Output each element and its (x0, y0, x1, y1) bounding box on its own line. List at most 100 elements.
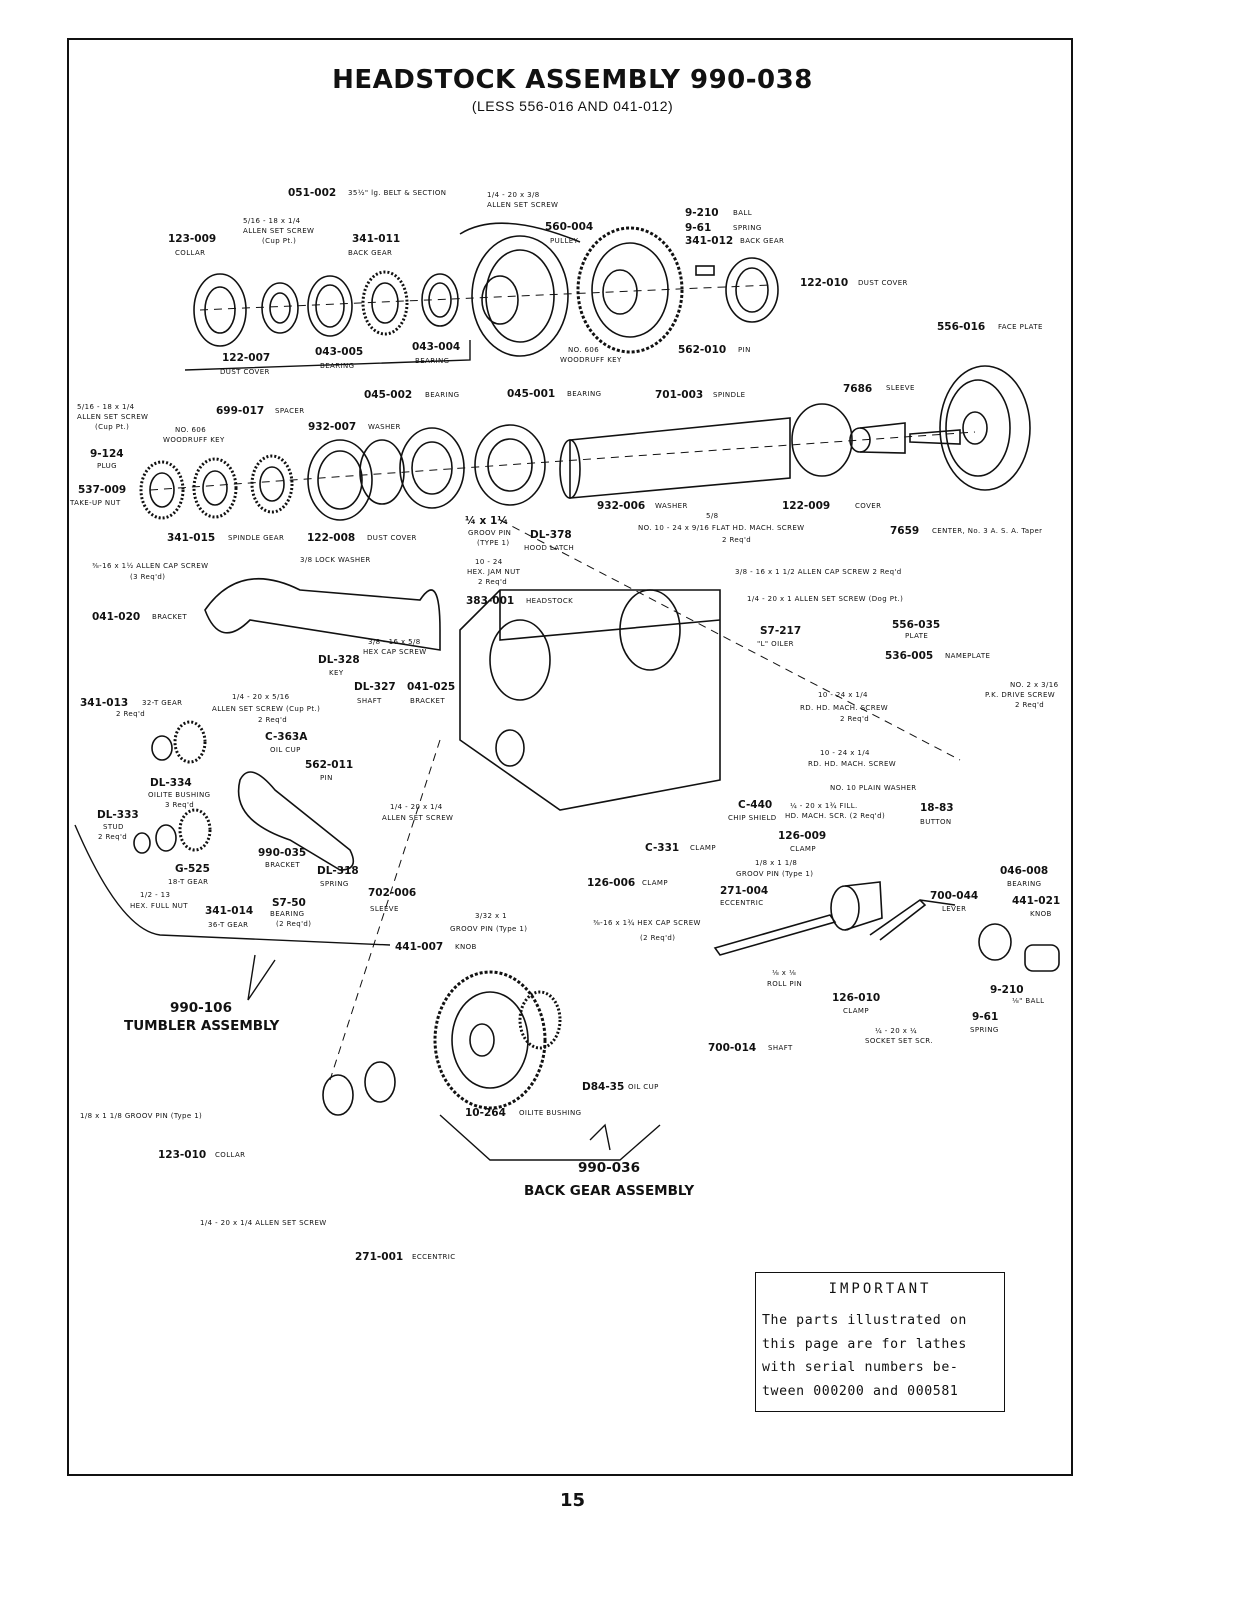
part-desc-9-210: BALL (733, 209, 752, 217)
part-label-043-004: 043-004 (412, 341, 461, 353)
part-desc-57: 10 - 24 (475, 558, 503, 566)
important-notice-box: IMPORTANT The parts illustrated on this … (755, 1272, 1005, 1412)
part-desc-158: 1/4 - 20 x 1/4 ALLEN SET SCREW (200, 1219, 327, 1227)
part-desc-536-005: NAMEPLATE (945, 652, 991, 660)
part-desc-699-017: SPACER (275, 407, 305, 415)
washer-932-007 (359, 439, 405, 505)
part-desc-144: ROLL PIN (767, 980, 803, 988)
part-desc-67: PLATE (905, 632, 929, 640)
part-label-341-014: 341-014 (205, 905, 254, 917)
part-desc-041-020: BRACKET (152, 613, 188, 621)
part-label-DL-327: DL-327 (354, 681, 396, 693)
part-label-699-017: 699-017 (216, 405, 265, 417)
gear-341-014 (133, 808, 212, 854)
part-desc-D84-35: OIL CUP (628, 1083, 659, 1091)
part-desc-139: GROOV PIN (Type 1) (450, 925, 528, 933)
part-desc-556-016: FACE PLATE (998, 323, 1043, 331)
part-desc-155: 1/8 x 1 1/8 GROOV PIN (Type 1) (80, 1112, 203, 1120)
part-desc-23: NO. 606 (568, 346, 600, 354)
part-label-700-014: 700-014 (708, 1042, 757, 1054)
back-gear-341-012 (576, 226, 684, 354)
part-desc-152: SOCKET SET SCR. (865, 1037, 933, 1045)
important-notice-body: The parts illustrated on this page are f… (762, 1309, 1004, 1403)
part-desc-115: 18-T GEAR (168, 878, 209, 886)
page-border (67, 38, 1073, 1476)
subassembly-name-back-gear: BACK GEAR ASSEMBLY (524, 1183, 695, 1199)
part-desc-97: NO. 10 PLAIN WASHER (830, 784, 917, 792)
part-desc-14: BACK GEAR (348, 249, 393, 257)
part-desc-123: 1/2 - 13 (140, 891, 171, 899)
part-desc-932-007: WASHER (368, 423, 401, 431)
centerline-tumbler (329, 739, 441, 1081)
part-desc-138: 3/32 x 1 (475, 912, 507, 920)
part-desc-89: OIL CUP (270, 746, 301, 754)
part-desc-121: BEARING (1007, 880, 1042, 888)
part-desc-34: NO. 606 (175, 426, 207, 434)
part-desc-93: RD. HD. MACH. SCREW (808, 760, 897, 768)
part-desc-79: 2 Req'd (1015, 701, 1045, 709)
part-label-045-001: 045-001 (507, 388, 556, 400)
part-desc-60: 3/8 - 16 x 1 1/2 ALLEN CAP SCREW 2 Req'd (735, 568, 902, 576)
part-desc-271-001: ECCENTRIC (412, 1253, 456, 1261)
part-desc-51: (TYPE 1) (477, 539, 510, 547)
part-desc-143: ⅛ x ⅛ (772, 969, 797, 977)
part-desc-84: 2 Req'd (116, 710, 146, 718)
part-desc-12: COLLAR (175, 249, 206, 257)
part-desc-146: ⅛" BALL (1012, 997, 1045, 1005)
back-gear-990-036-gear (433, 970, 562, 1110)
part-desc-82: 2 Req'd (840, 715, 870, 723)
part-label-groov-pin: ¼ x 1¼ (465, 515, 509, 527)
part-desc-562-010: PIN (738, 346, 751, 354)
centerline-upper (199, 284, 771, 311)
part-label-556-016: 556-016 (937, 321, 986, 333)
part-desc-441-007: KNOB (455, 943, 477, 951)
part-label-701-003: 701-003 (655, 389, 704, 401)
part-label-932-006: 932-006 (597, 500, 646, 512)
spacer-699-017 (250, 454, 294, 514)
page-number: 15 (559, 1490, 586, 1511)
part-desc-124: HEX. FULL NUT (130, 902, 188, 910)
part-label-341-011: 341-011 (352, 233, 401, 245)
part-desc-10: (Cup Pt.) (262, 237, 297, 245)
part-label-537-009: 537-009 (78, 484, 127, 496)
part-label-C-363A: C-363A (265, 731, 308, 743)
part-desc-59: 2 Req'd (478, 578, 508, 586)
dust-cover-122-008 (307, 439, 373, 521)
part-label-9-124: 9-124 (90, 448, 124, 460)
part-desc-44: NO. 10 - 24 x 9/16 FLAT HD. MACH. SCREW (638, 524, 805, 532)
part-desc-133: ECCENTRIC (720, 899, 764, 907)
part-label-341-012: 341-012 (685, 235, 734, 247)
page-title: HEADSTOCK ASSEMBLY 990-038 (332, 65, 813, 95)
part-desc-7659: CENTER, No. 3 A. S. A. Taper (932, 527, 1043, 535)
spindle-gear-341-015 (139, 457, 238, 520)
part-desc-10-264: OILITE BUSHING (519, 1109, 582, 1117)
part-label-S7-50: S7-50 (272, 897, 306, 909)
upper-group-bracket (184, 340, 471, 371)
part-label-D84-35: D84-35 (582, 1081, 625, 1093)
spindle-701-003 (559, 417, 791, 499)
part-desc-38: PLUG (97, 462, 117, 470)
back-gear-341-011 (361, 270, 409, 336)
part-desc-76: BRACKET (410, 697, 446, 705)
part-desc-92: 10 - 24 x 1/4 (820, 749, 870, 757)
part-desc-32: (Cup Pt.) (95, 423, 130, 431)
part-desc-78: P.K. DRIVE SCREW (985, 691, 1056, 699)
part-desc-C-331: CLAMP (690, 844, 716, 852)
part-label-562-010: 562-010 (678, 344, 727, 356)
part-label-122-008: 122-008 (307, 532, 356, 544)
part-label-041-020: 041-020 (92, 611, 141, 623)
part-label-045-002: 045-002 (364, 389, 413, 401)
gear-341-013 (151, 720, 207, 764)
important-notice-line: tween 000200 and 000581 (762, 1383, 959, 1399)
face-plate-556-016 (939, 365, 1031, 491)
part-label-271-004: 271-004 (720, 885, 769, 897)
part-label-18-83: 18-83 (920, 802, 954, 814)
part-desc-91: PIN (320, 774, 333, 782)
sleeve-7686 (849, 422, 906, 454)
part-label-126-009: 126-009 (778, 830, 827, 842)
part-desc-122-008: DUST COVER (367, 534, 417, 542)
part-desc-45: 2 Req'd (722, 536, 752, 544)
part-desc-65: "L" OILER (757, 640, 794, 648)
part-desc-150: SPRING (970, 1026, 999, 1034)
tumbler-bracket-line (74, 824, 391, 946)
